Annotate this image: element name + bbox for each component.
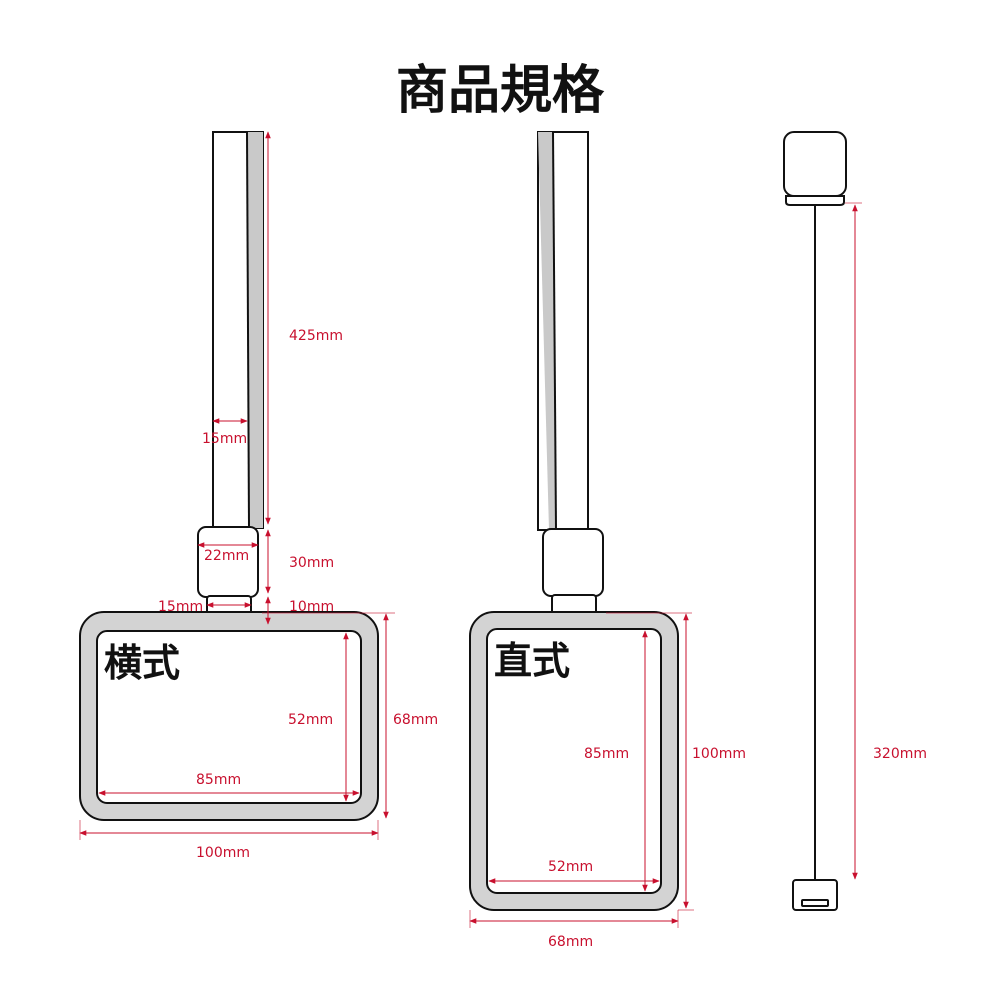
strap-length-label: 425mm	[289, 328, 343, 344]
vertical-buckle	[542, 528, 604, 597]
vertical-holder: 直式 85mm 100mm 52mm 68mm	[469, 131, 746, 950]
strap-shade	[247, 132, 263, 528]
horizontal-outer-height-label: 68mm	[393, 712, 438, 728]
tab-height-label: 10mm	[289, 599, 334, 615]
page-title: 商品規格	[396, 61, 605, 121]
horizontal-outer-width-label: 100mm	[196, 845, 250, 861]
vertical-lanyard-strap	[537, 131, 589, 531]
strap-shade	[538, 132, 556, 530]
vertical-outer-height-label: 100mm	[692, 746, 746, 762]
reel-base	[785, 195, 845, 206]
retractable-reel: 320mm	[783, 131, 927, 911]
reel-clip-slot	[801, 899, 829, 907]
tab-width-label: 15mm	[158, 599, 203, 615]
buckle-width-label: 22mm	[204, 548, 249, 564]
vertical-card-window	[486, 628, 662, 894]
horizontal-card-window	[96, 630, 362, 804]
cord-length-label: 320mm	[873, 746, 927, 762]
vertical-label: 直式	[494, 639, 570, 683]
horizontal-holder: 横式 425mm 15mm 22mm 30mm 15mm 10mm 52mm 6	[79, 131, 438, 861]
reel-body	[783, 131, 847, 197]
horizontal-inner-height-label: 52mm	[288, 712, 333, 728]
vertical-inner-width-label: 52mm	[548, 859, 593, 875]
strap-width-label: 15mm	[202, 431, 247, 447]
buckle-height-label: 30mm	[289, 555, 334, 571]
vertical-inner-height-label: 85mm	[584, 746, 629, 762]
horizontal-inner-width-label: 85mm	[196, 772, 241, 788]
horizontal-dimensions	[79, 131, 395, 840]
horizontal-lanyard-strap	[212, 131, 264, 529]
horizontal-label: 横式	[104, 641, 180, 685]
vertical-outer-width-label: 68mm	[548, 934, 593, 950]
vertical-dimensions	[469, 612, 694, 928]
